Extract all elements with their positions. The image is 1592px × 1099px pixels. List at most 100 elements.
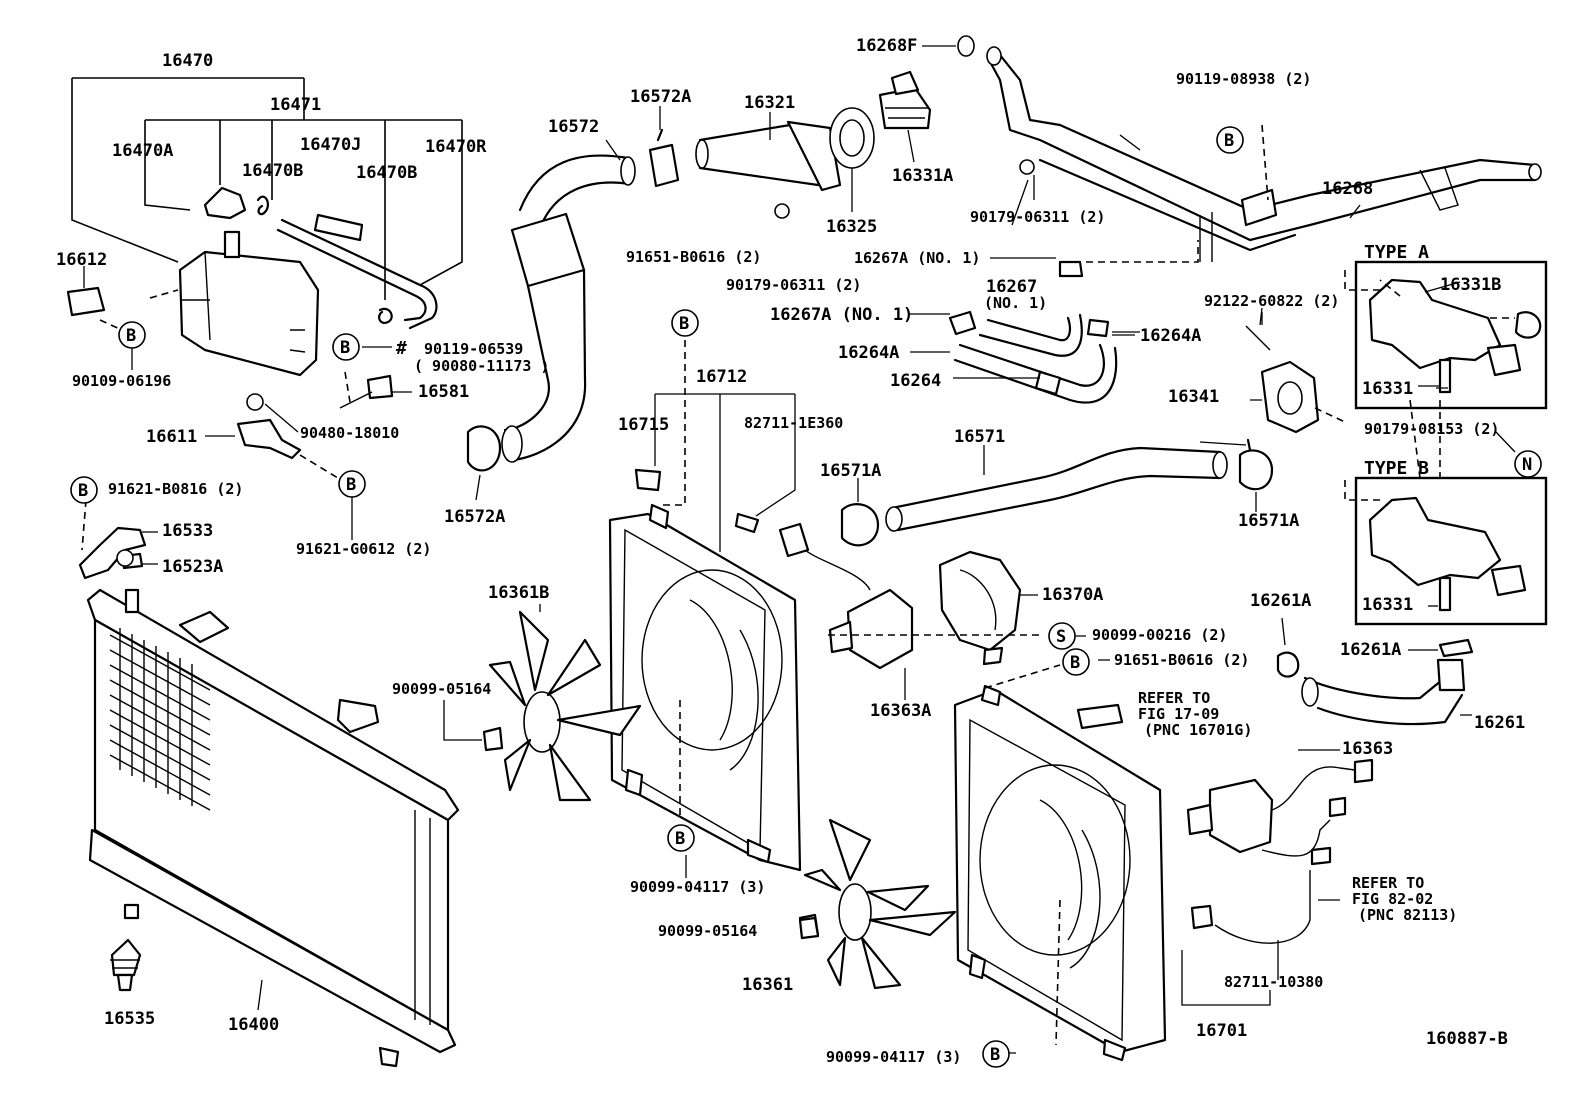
label-16267: 16267 — [986, 277, 1037, 297]
hose-16261 — [1276, 617, 1474, 726]
label-16267-no1: (NO. 1) — [984, 294, 1047, 312]
reservoir-group — [71, 77, 463, 377]
label-16331-typeB: 16331 — [1362, 595, 1413, 615]
label-16261: 16261 — [1474, 713, 1525, 733]
fan-16361 — [798, 818, 957, 990]
label-90099-04117-2: 90099-04117 (3) — [826, 1048, 961, 1066]
label-16261A-1: 16261A — [1250, 591, 1311, 611]
svg-text:B: B — [675, 829, 685, 849]
label-16264A-right: 16264A — [1140, 326, 1201, 346]
label-16571A-right: 16571A — [1238, 511, 1299, 531]
label-16571A-left: 16571A — [820, 461, 881, 481]
label-91651-B0616-2: 91651-B0616 (2) — [1114, 651, 1249, 669]
label-90179-06311-2: 90179-06311 (2) — [970, 208, 1105, 226]
marker-b-left: B — [118, 321, 146, 349]
label-16363: 16363 — [1342, 739, 1393, 759]
label-16261A-2: 16261A — [1340, 640, 1401, 660]
refer-note-1-line1: REFER TO — [1138, 689, 1210, 707]
label-16523A: 16523A — [162, 557, 223, 577]
label-16363A: 16363A — [870, 701, 931, 721]
fan-motor-16363 — [1181, 749, 1374, 1006]
label-16572: 16572 — [548, 117, 599, 137]
label-90179-08153: 90179-08153 (2) — [1364, 420, 1499, 438]
label-16470J: 16470J — [300, 135, 361, 155]
svg-text:B: B — [126, 326, 136, 346]
gasket-16325 — [829, 107, 875, 212]
label-16572A-bottom: 16572A — [444, 507, 505, 527]
part-labels: 16470 16471 16470A 16470J 16470R 16470B … — [56, 36, 1525, 1066]
reservoir-tank — [178, 250, 320, 377]
label-16267A-no1-top: 16267A (NO. 1) — [854, 249, 980, 267]
fan-motor-16363A — [778, 522, 914, 700]
label-16370A: 16370A — [1042, 585, 1103, 605]
label-16470A: 16470A — [112, 141, 173, 161]
marker-hash: # — [396, 338, 407, 359]
label-16264A-left: 16264A — [838, 343, 899, 363]
label-90099-00216: 90099-00216 (2) — [1092, 626, 1227, 644]
label-16361B: 16361B — [488, 583, 549, 603]
type-a-title: TYPE A — [1364, 242, 1429, 263]
hose-16470J — [313, 213, 364, 242]
label-16572A-top: 16572A — [630, 87, 691, 107]
bracket-16611 — [205, 393, 339, 479]
label-16264: 16264 — [890, 371, 941, 391]
svg-text:N: N — [1522, 455, 1532, 475]
marker-b-right: B — [1062, 648, 1090, 676]
lower-hose-16571 — [840, 438, 1274, 547]
upper-hose-16572 — [466, 128, 680, 472]
marker-b-shroud-top: B — [671, 309, 699, 337]
label-16341: 16341 — [1168, 387, 1219, 407]
label-16267A-no1-mid: 16267A (NO. 1) — [770, 305, 913, 325]
label-16331B: 16331B — [1440, 275, 1501, 295]
label-90099-05164-2: 90099-05164 — [658, 922, 757, 940]
label-90099-05164-1: 90099-05164 — [392, 680, 491, 698]
label-16581: 16581 — [418, 382, 469, 402]
motor-bracket-16370A — [938, 550, 1038, 666]
label-16571: 16571 — [954, 427, 1005, 447]
bypass-hoses — [908, 240, 1199, 404]
label-90109-06196: 90109-06196 — [72, 372, 171, 390]
svg-text:S: S — [1056, 627, 1066, 647]
label-16712: 16712 — [696, 367, 747, 387]
label-16470: 16470 — [162, 51, 213, 71]
label-90119-08938: 90119-08938 (2) — [1176, 70, 1311, 88]
fan-shroud-16712 — [608, 393, 802, 872]
fan-16361B — [443, 604, 642, 802]
refer-note-1-line3: (PNC 16701G) — [1144, 721, 1252, 739]
label-16611: 16611 — [146, 427, 197, 447]
label-16361: 16361 — [742, 975, 793, 995]
type-b-box — [1354, 476, 1548, 626]
drain-plug-16535 — [110, 938, 142, 992]
svg-text:B: B — [78, 481, 88, 501]
marker-b-16533: B — [70, 476, 98, 504]
water-outlet-16321 — [695, 112, 842, 219]
label-16268F: 16268F — [856, 36, 917, 56]
label-16471: 16471 — [270, 95, 321, 115]
type-b-title: TYPE B — [1364, 458, 1429, 479]
thermostat-16331A — [878, 70, 932, 163]
svg-text:B: B — [1224, 131, 1234, 151]
label-16535: 16535 — [104, 1009, 155, 1029]
refer-note-2-line1: REFER TO — [1352, 874, 1424, 892]
gasket-16341 — [1245, 312, 1346, 434]
label-92122-60822: 92122-60822 (2) — [1204, 292, 1339, 310]
svg-text:B: B — [1070, 653, 1080, 673]
reservoir-cap-neck — [223, 230, 241, 259]
label-16400: 16400 — [228, 1015, 279, 1035]
svg-text:B: B — [346, 475, 356, 495]
marker-b-pipe: B — [1216, 126, 1244, 154]
label-16701: 16701 — [1196, 1021, 1247, 1041]
svg-text:B: B — [679, 314, 689, 334]
clamp-16581 — [339, 371, 412, 409]
label-16268: 16268 — [1322, 179, 1373, 199]
type-a-box — [1354, 260, 1548, 410]
reservoir-cap — [203, 186, 247, 220]
svg-text:B: B — [340, 338, 350, 358]
marker-s: S — [1048, 622, 1076, 650]
label-160887-B: 160887-B — [1426, 1029, 1508, 1049]
label-90119-06539: 90119-06539 — [424, 340, 523, 358]
marker-b-bottom: B — [982, 1040, 1010, 1068]
label-16470B-2: 16470B — [356, 163, 417, 183]
marker-b-clamp: B — [332, 333, 360, 361]
